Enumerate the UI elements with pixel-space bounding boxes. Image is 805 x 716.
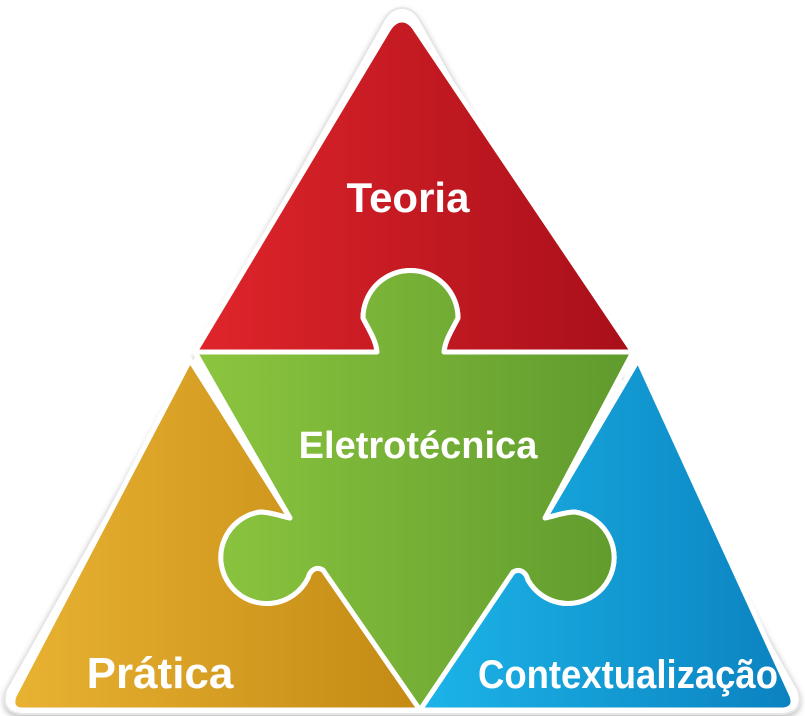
teoria-label: Teoria <box>347 174 471 221</box>
pratica-label: Prática <box>87 649 234 698</box>
eletrotecnica-label: Eletrotécnica <box>299 425 539 467</box>
contextualizacao-label: Contextualização <box>478 653 778 697</box>
eletrotecnica-piece <box>192 268 636 713</box>
